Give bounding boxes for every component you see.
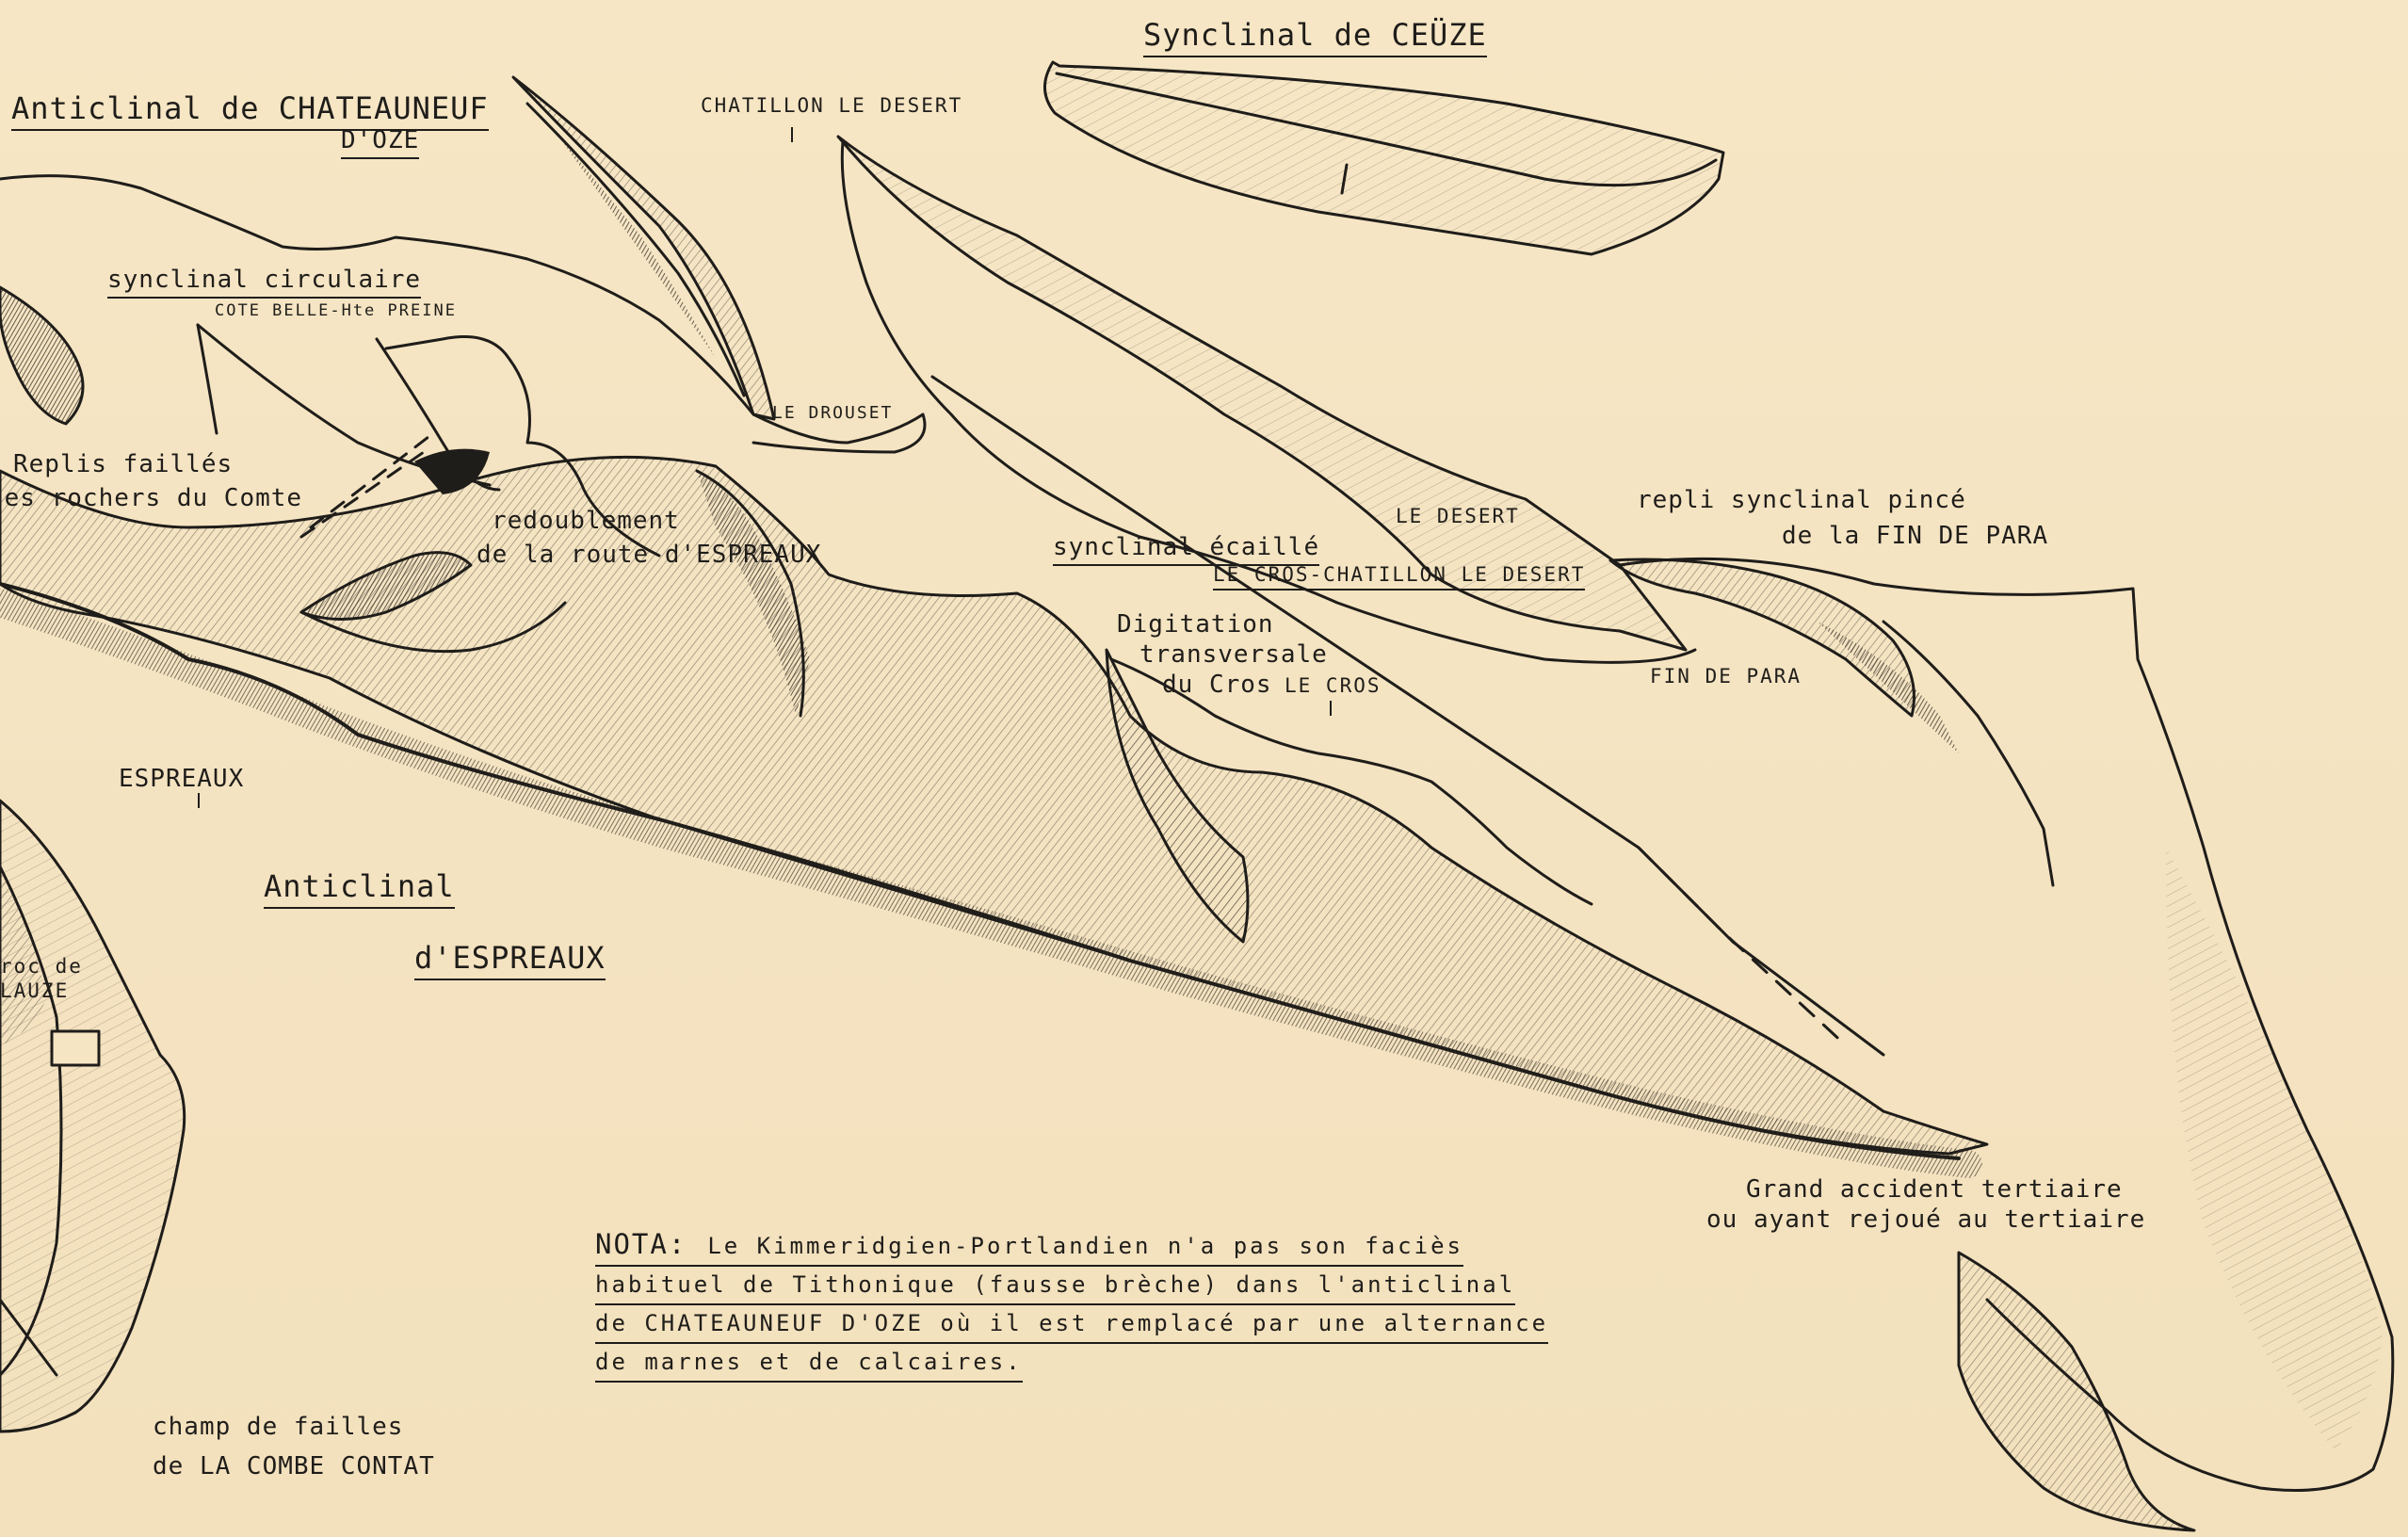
label-synclinal-ecaille: synclinal écaillé [1053,533,1319,561]
label-champ-de-failles: champ de failles [153,1413,403,1441]
marker-le-cros [1330,701,1332,716]
label-grand-accident: Grand accident tertiaire [1746,1175,2123,1204]
label-synclinal-ceuze: Synclinal de CEÜZE [1143,17,1487,53]
synclinal-circulaire-fold [0,287,83,424]
label-chatillon-le-desert: CHATILLON LE DESERT [701,94,962,117]
marker-chatillon [791,127,793,142]
nota-line-3: de CHATEAUNEUF D'OZE où il est remplacé … [595,1305,1548,1344]
nota-line-1: NOTA:Le Kimmeridgien-Portlandien n'a pas… [595,1226,1463,1267]
label-replis-failles: Replis faillés [13,450,233,478]
label-fin-de-para-repli: de la FIN DE PARA [1782,522,2048,550]
label-synclinal-circulaire: synclinal circulaire [107,266,421,294]
nota-line-2: habituel de Tithonique (fausse brèche) d… [595,1267,1515,1305]
label-transversale: transversale [1139,640,1328,669]
label-rochers-du-comte: des rochers du Comte [0,484,302,512]
label-fin-de-para: FIN DE PARA [1650,665,1802,688]
label-route-espreaux: de la route d'ESPREAUX [477,541,821,569]
label-anticlinal-espreaux: Anticlinal [264,868,455,904]
label-rejoue-tertiaire: ou ayant rejoué au tertiaire [1706,1205,2145,1234]
label-d-espreaux: d'ESPREAUX [414,940,606,976]
label-du-cros: du Cros [1162,671,1272,699]
label-repli-synclinal: repli synclinal pincé [1637,486,1966,514]
nota-note: NOTA:Le Kimmeridgien-Portlandien n'a pas… [595,1226,1548,1383]
label-cote-belle: COTE BELLE-Hte PREINE [215,301,457,320]
lower-right-block [1959,1253,2194,1530]
nota-heading: NOTA: [595,1228,687,1260]
marker-espreaux [198,793,200,808]
label-espreaux: ESPREAUX [119,765,244,793]
nota-line-4: de marnes et de calcaires. [595,1344,1023,1383]
label-lauze: LAUZE [0,979,69,1002]
label-combe-contat: de LA COMBE CONTAT [153,1452,435,1480]
label-le-cros: LE CROS [1285,674,1382,697]
label-le-cros-chatillon: LE CROS-CHATILLON LE DESERT [1213,563,1585,586]
label-doze: D'OZE [341,126,419,154]
label-digitation: Digitation [1117,610,1274,639]
label-le-drouset: LE DROUSET [772,403,893,423]
label-le-desert: LE DESERT [1396,505,1520,527]
label-roc-de: roc de [0,955,83,978]
label-redoublement: redoublement [492,507,680,535]
label-anticlinal-chateauneuf: Anticlinal de CHATEAUNEUF [11,90,489,126]
